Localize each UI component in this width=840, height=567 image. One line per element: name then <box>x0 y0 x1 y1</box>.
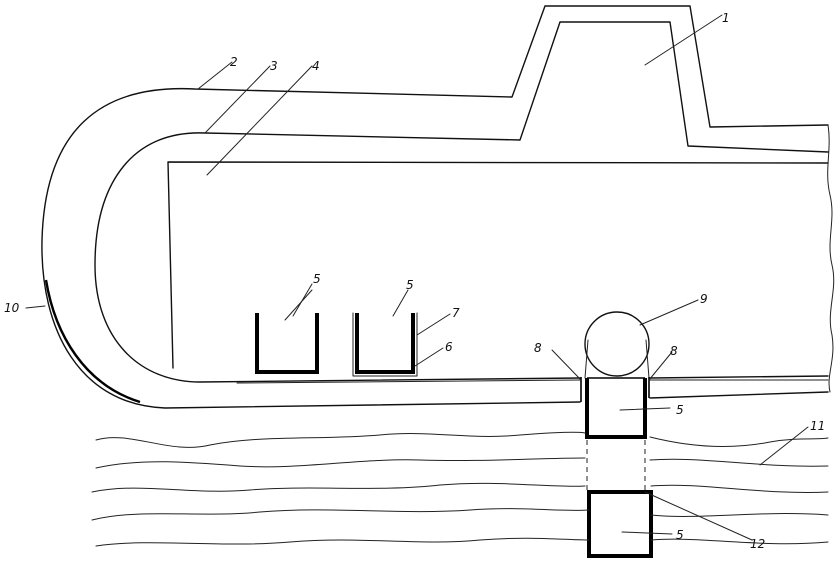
label-7: 7 <box>452 306 460 320</box>
label-4: 4 <box>312 59 320 73</box>
outer-hull-bottom-right <box>649 391 829 399</box>
inner-hull-wall <box>94 21 829 383</box>
container-middle-outer-line <box>352 312 418 377</box>
winch-support-right <box>645 339 650 379</box>
label-5-underwater: 5 <box>676 528 684 542</box>
label-8-left: 8 <box>534 341 542 355</box>
winch-support-left <box>584 339 589 379</box>
inner-compartment <box>167 161 829 369</box>
label-2: 2 <box>230 55 238 69</box>
label-6: 6 <box>445 340 453 354</box>
label-9: 9 <box>700 292 708 306</box>
water-waves <box>91 431 829 547</box>
label-5-opening: 5 <box>676 403 684 417</box>
label-10: 10 <box>4 301 20 315</box>
right-break-line <box>827 124 835 393</box>
label-5-middle: 5 <box>406 278 414 292</box>
label-8-right: 8 <box>670 344 678 358</box>
label-3: 3 <box>270 59 278 73</box>
winch-drum <box>584 311 650 377</box>
label-12: 12 <box>750 537 765 551</box>
inner-hull-bottom-right <box>649 375 829 379</box>
label-1: 1 <box>722 11 730 25</box>
leader-lines <box>25 14 809 541</box>
label-11: 11 <box>810 419 825 433</box>
container-middle <box>355 313 415 374</box>
outer-hull-wall <box>41 5 829 409</box>
container-in-opening <box>585 378 647 439</box>
container-left <box>255 313 319 374</box>
container-underwater <box>587 490 653 558</box>
outer-edge-thick <box>44 279 141 404</box>
inner-compartment-floor <box>236 379 581 384</box>
label-5-left: 5 <box>313 272 321 286</box>
